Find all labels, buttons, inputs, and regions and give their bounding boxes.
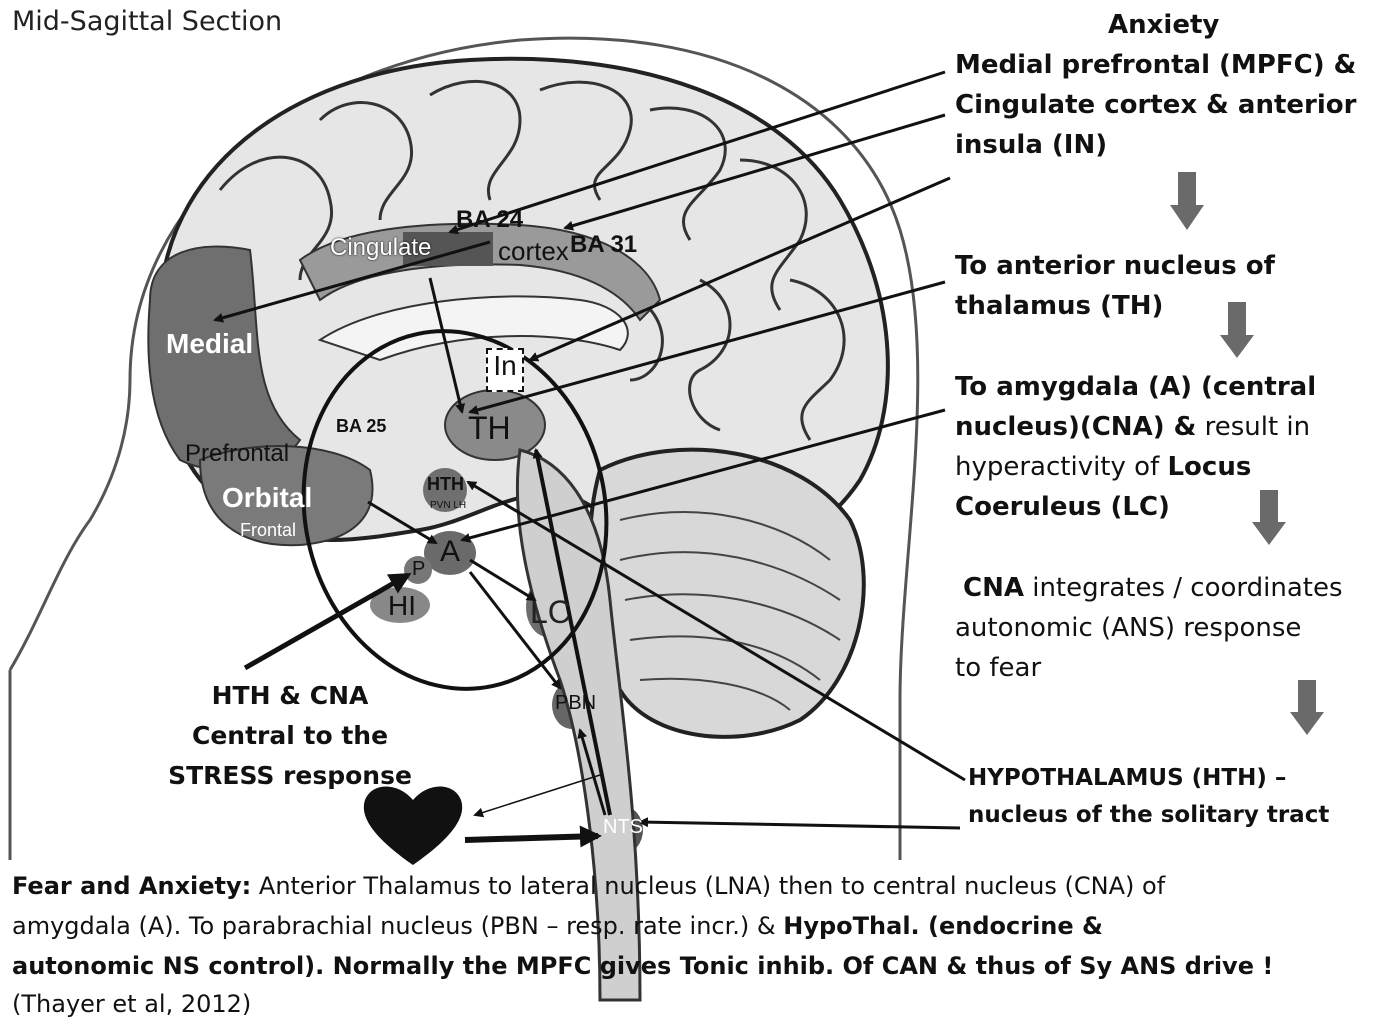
heart-icon bbox=[364, 787, 462, 866]
label-cortex: cortex bbox=[498, 236, 569, 267]
step2-line2: thalamus (TH) bbox=[955, 286, 1163, 326]
down-arrow-icon bbox=[1252, 490, 1286, 545]
step3-line2: nucleus)(CNA) & result in bbox=[955, 407, 1310, 447]
caption-line1: Fear and Anxiety: Anterior Thalamus to l… bbox=[12, 866, 1165, 906]
label-pvn-lh: PVN LH bbox=[430, 500, 466, 511]
label-nts: NTS bbox=[603, 816, 643, 839]
step3-line1: To amygdala (A) (central bbox=[955, 367, 1316, 407]
label-lc: LC bbox=[530, 594, 571, 631]
step4-line1: CNA integrates / coordinates bbox=[963, 568, 1343, 608]
stress-callout-line1: HTH & CNA bbox=[160, 676, 420, 716]
caption-line2: amygdala (A). To parabrachial nucleus (P… bbox=[12, 906, 1103, 946]
label-th: TH bbox=[468, 410, 511, 447]
label-a: A bbox=[440, 535, 460, 569]
label-hi: HI bbox=[388, 590, 416, 622]
step3-line3: hyperactivity of Locus bbox=[955, 447, 1251, 487]
stress-callout-line3: STRESS response bbox=[160, 756, 420, 796]
step4-cna: CNA bbox=[963, 573, 1024, 603]
stress-callout: HTH & CNA Central to the STRESS response bbox=[160, 676, 420, 796]
caption-line2-bold: HypoThal. (endocrine & bbox=[783, 912, 1103, 940]
hth-label-line2: nucleus of the solitary tract bbox=[968, 802, 1329, 828]
down-arrow-icon bbox=[1220, 302, 1254, 358]
caption-line1-rest: Anterior Thalamus to lateral nucleus (LN… bbox=[251, 872, 1165, 900]
step1-line1: Medial prefrontal (MPFC) & bbox=[955, 45, 1356, 85]
hth-label-line1: HYPOTHALAMUS (HTH) – bbox=[968, 765, 1286, 791]
label-hth: HTH bbox=[427, 474, 464, 495]
step4-line1-rest: integrates / coordinates bbox=[1024, 573, 1343, 603]
label-orbital: Orbital bbox=[222, 482, 312, 514]
anxiety-heading: Anxiety bbox=[1108, 5, 1219, 45]
step1-line2: Cingulate cortex & anterior bbox=[955, 85, 1356, 125]
step3-line2-rest: result in bbox=[1196, 412, 1310, 442]
label-ba25: BA 25 bbox=[336, 416, 386, 437]
step3-line3-bold: Locus bbox=[1167, 452, 1251, 482]
caption-line3: autonomic NS control). Normally the MPFC… bbox=[12, 946, 1273, 986]
step4-line3: to fear bbox=[955, 648, 1041, 688]
label-ba31: BA 31 bbox=[570, 231, 637, 259]
label-pbn: PBN bbox=[555, 692, 596, 715]
label-medial: Medial bbox=[166, 328, 253, 360]
label-frontal: Frontal bbox=[240, 520, 296, 541]
label-in: In bbox=[486, 348, 524, 392]
step4-line2: autonomic (ANS) response bbox=[955, 608, 1301, 648]
step1-line3: insula (IN) bbox=[955, 125, 1107, 165]
label-p: P bbox=[412, 558, 425, 581]
label-cingulate: Cingulate bbox=[330, 234, 431, 262]
diagram-title: Mid-Sagittal Section bbox=[12, 6, 282, 37]
down-arrow-icon bbox=[1170, 172, 1204, 230]
caption-citation: (Thayer et al, 2012) bbox=[12, 984, 251, 1024]
label-ba24: BA 24 bbox=[456, 206, 523, 234]
stress-callout-line2: Central to the bbox=[160, 716, 420, 756]
step3-line4: Coeruleus (LC) bbox=[955, 487, 1170, 527]
caption-line2-rest: amygdala (A). To parabrachial nucleus (P… bbox=[12, 912, 783, 940]
step2-line1: To anterior nucleus of bbox=[955, 246, 1275, 286]
step3-line2-bold: nucleus)(CNA) & bbox=[955, 412, 1196, 442]
step3-line3-rest: hyperactivity of bbox=[955, 452, 1167, 482]
down-arrow-icon bbox=[1290, 680, 1324, 735]
label-prefrontal: Prefrontal bbox=[185, 440, 289, 468]
caption-bold-lead: Fear and Anxiety: bbox=[12, 872, 251, 900]
